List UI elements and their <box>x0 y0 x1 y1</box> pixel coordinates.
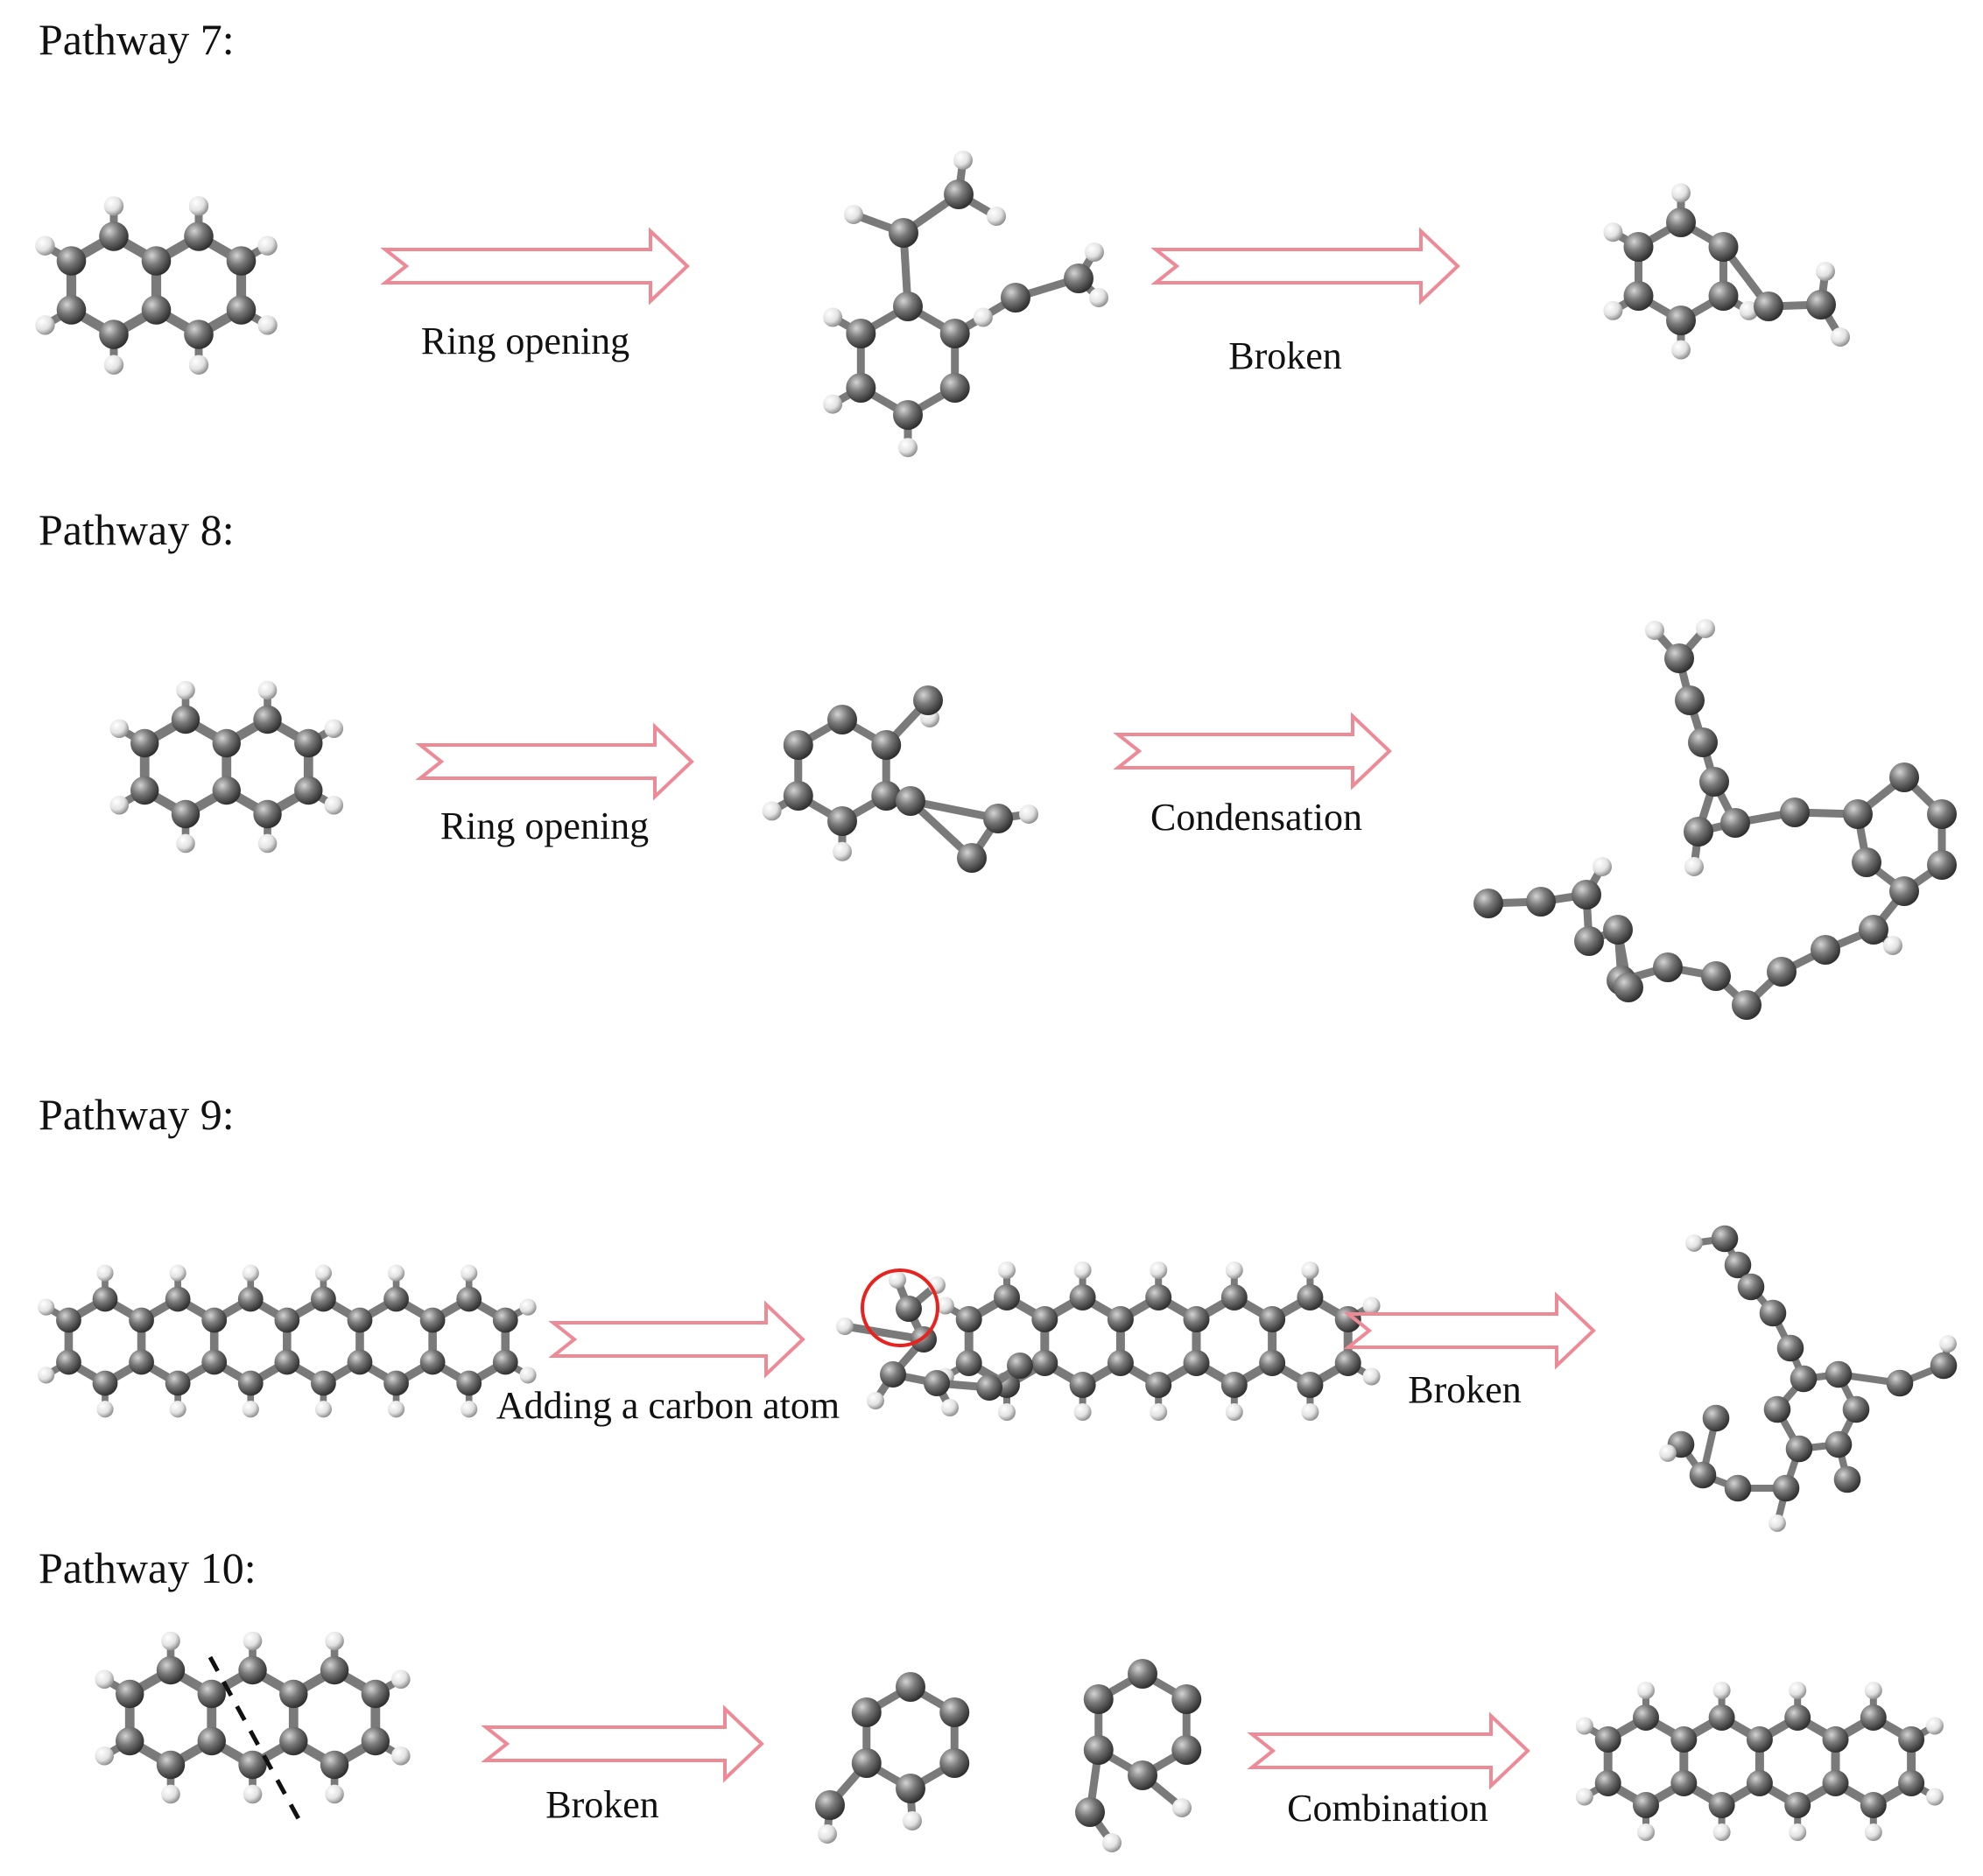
pathway-8-step-1-label: Ring opening <box>439 805 650 847</box>
pathway-10-fragment-2-molecule <box>1075 1659 1202 1852</box>
pathway-9-step-2-label: Broken <box>1408 1368 1522 1411</box>
pathway-8-arrow-1 <box>415 722 694 801</box>
pathway-10-step-1-label: Broken <box>545 1783 659 1826</box>
pathway-9-arrow-2 <box>1343 1291 1596 1370</box>
pathway-10-step-2-label: Combination <box>1287 1787 1488 1830</box>
pathway-10-fragment-1-molecule <box>815 1672 970 1844</box>
added-carbon-highlight-icon <box>861 1268 939 1347</box>
pathway-7-step-1-label: Ring opening <box>420 320 630 362</box>
pathway-7-arrow-2 <box>1150 227 1460 306</box>
pathway-10-title: Pathway 10: <box>39 1543 257 1592</box>
pathway-10-product-molecule <box>1575 1682 1944 1841</box>
pathway-8-arrow-2 <box>1113 712 1392 790</box>
pathway-7-reactant-molecule <box>35 196 278 375</box>
pathway-8-title: Pathway 8: <box>39 505 235 554</box>
pathway-10-arrow-2 <box>1247 1711 1530 1790</box>
pathway-8-reactant-molecule <box>109 680 344 854</box>
pathway-7-step-2-label: Broken <box>1228 334 1342 377</box>
pathway-9-reactant-molecule <box>38 1264 537 1418</box>
pathway-8-intermediate-molecule <box>762 685 1038 873</box>
pathway-8-product-molecule <box>1473 619 1957 1020</box>
pathway-10-reactant-molecule <box>95 1631 411 1804</box>
pathway-8-step-2-label: Condensation <box>1150 796 1362 839</box>
pathway-10-arrow-1 <box>481 1704 764 1783</box>
pathway-9-step-1-label: Adding a carbon atom <box>496 1384 840 1427</box>
bond-cut-line-icon <box>207 1655 305 1827</box>
pathway-9-title: Pathway 9: <box>39 1090 235 1139</box>
pathway-7-product-molecule <box>1603 183 1850 360</box>
pathway-9-intermediate-molecule <box>836 1261 1381 1421</box>
pathway-9-arrow-1 <box>548 1300 805 1379</box>
pathway-7-title: Pathway 7: <box>39 15 235 64</box>
pathway-7-intermediate-molecule <box>823 151 1108 458</box>
pathway-9-product-molecule <box>1659 1225 1958 1532</box>
pathway-7-arrow-1 <box>380 227 690 306</box>
